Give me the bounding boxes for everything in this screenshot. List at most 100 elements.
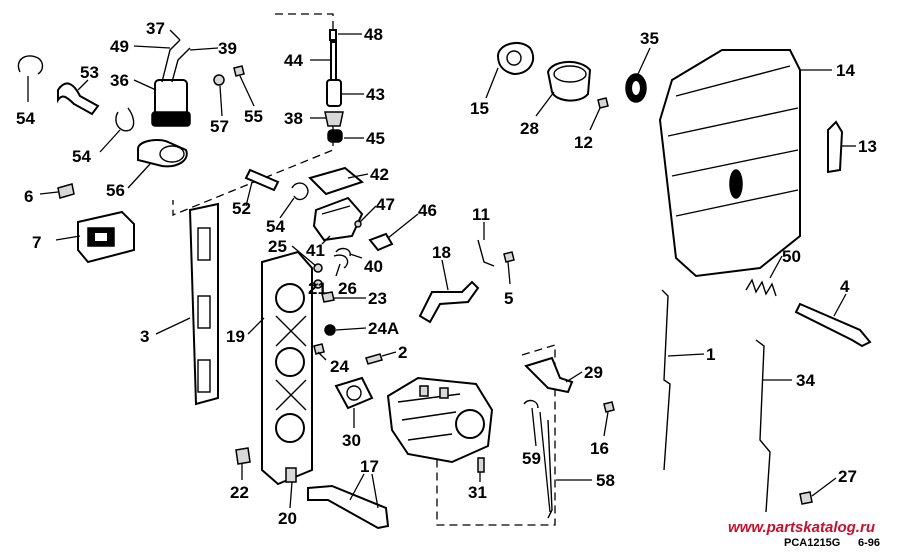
callout-41: 41 xyxy=(306,241,325,260)
leader-4 xyxy=(833,293,847,317)
callout-47: 47 xyxy=(376,195,395,214)
leader-42 xyxy=(347,173,369,179)
leader-52 xyxy=(245,181,253,207)
leader-21 xyxy=(311,283,319,287)
callout-28: 28 xyxy=(520,119,539,138)
callout-24: 24 xyxy=(330,357,349,376)
callout-24a: 24A xyxy=(368,319,399,338)
leader-6 xyxy=(39,191,59,195)
callout-23: 23 xyxy=(368,289,387,308)
gasket-3-port-1 xyxy=(197,227,211,261)
callout-31: 31 xyxy=(468,483,487,502)
leader-28 xyxy=(535,91,555,117)
fuel-pump-group-box xyxy=(172,13,334,216)
part-13 xyxy=(827,120,844,174)
leader-40 xyxy=(349,253,363,259)
clip-26 xyxy=(333,254,349,269)
silencer-14 xyxy=(658,49,801,278)
switch-7-window xyxy=(93,231,109,243)
hose-17 xyxy=(307,484,390,530)
silencer-14-port xyxy=(729,169,743,199)
callout-57: 57 xyxy=(210,117,229,136)
callout-21: 21 xyxy=(308,279,327,298)
manifold-19-port-3 xyxy=(275,413,305,443)
callout-42: 42 xyxy=(370,165,389,184)
sleeve-43 xyxy=(326,79,342,107)
fitting-46 xyxy=(368,232,394,252)
clamp-54-lower xyxy=(291,182,309,201)
plug-22 xyxy=(235,447,251,465)
fitting-20 xyxy=(285,467,297,483)
gasket-15 xyxy=(496,41,535,76)
leader-46 xyxy=(387,213,419,239)
callout-35: 35 xyxy=(640,29,659,48)
callout-17: 17 xyxy=(360,457,379,476)
diagram-code: PCA1215G xyxy=(784,537,840,549)
leader-16 xyxy=(603,411,609,437)
callout-54-top: 54 xyxy=(16,109,35,128)
leader-57 xyxy=(219,85,223,117)
callout-3: 3 xyxy=(140,327,149,346)
gasket-30-hole xyxy=(346,385,362,401)
leader-12 xyxy=(589,107,601,131)
callout-13: 13 xyxy=(858,137,877,156)
leader-29 xyxy=(565,371,583,383)
leader-24a xyxy=(335,327,367,331)
callout-19: 19 xyxy=(226,327,245,346)
leader-36 xyxy=(133,79,157,91)
valve-38 xyxy=(324,111,344,127)
clamp-54-top xyxy=(17,55,44,75)
callout-7: 7 xyxy=(32,233,41,252)
carburetor-screw-2 xyxy=(439,387,449,399)
callout-45: 45 xyxy=(366,129,385,148)
carburetor-group-box xyxy=(436,344,556,526)
leader-47 xyxy=(359,205,377,223)
callout-58: 58 xyxy=(596,471,615,490)
fitting-27 xyxy=(799,491,813,505)
diaphragm-42 xyxy=(308,166,365,196)
gasket-3 xyxy=(188,202,219,406)
callout-16: 16 xyxy=(590,439,609,458)
hose-53 xyxy=(57,82,100,116)
adapter-28 xyxy=(546,61,592,102)
clip-59 xyxy=(523,399,539,409)
leader-17 xyxy=(349,473,379,509)
bracket-11 xyxy=(477,239,495,267)
callout-39: 39 xyxy=(218,39,237,58)
pump-body-41 xyxy=(312,196,364,242)
leader-59 xyxy=(531,407,537,447)
seal-35-inner xyxy=(630,79,642,97)
callout-49: 49 xyxy=(110,37,129,56)
rod-1 xyxy=(661,289,671,471)
callout-25: 25 xyxy=(268,237,287,256)
callout-37: 37 xyxy=(146,19,165,38)
screw-2 xyxy=(365,353,383,365)
callout-38: 38 xyxy=(284,109,303,128)
nut-57 xyxy=(213,74,225,86)
leader-25 xyxy=(291,245,317,267)
leader-41 xyxy=(321,235,331,245)
leader-1 xyxy=(667,353,705,357)
leader-5 xyxy=(507,261,511,285)
plug-48 xyxy=(329,29,337,41)
leader-18 xyxy=(441,259,449,291)
screw-5 xyxy=(503,251,515,263)
leader-19 xyxy=(247,317,265,335)
gasket-3-port-3 xyxy=(197,359,211,393)
callout-40: 40 xyxy=(364,257,383,276)
callout-29: 29 xyxy=(584,363,603,382)
gasket-30 xyxy=(334,376,374,410)
carburetor-screw-1 xyxy=(419,385,429,397)
manifold-19-ribs xyxy=(275,315,307,411)
leader-53 xyxy=(77,79,89,91)
needle-4 xyxy=(794,302,872,348)
bracket-56 xyxy=(137,139,188,168)
part-16 xyxy=(603,401,615,413)
pump-body-41-edge xyxy=(321,205,351,215)
solenoid-36-base xyxy=(151,111,191,127)
carburetor-detail xyxy=(397,393,461,441)
leader-15 xyxy=(485,67,499,99)
callout-2: 2 xyxy=(398,343,407,362)
callout-22: 22 xyxy=(230,483,249,502)
